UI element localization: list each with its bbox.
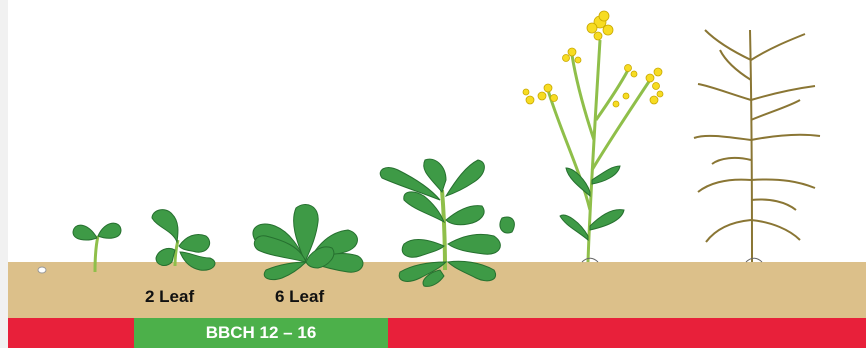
left-margin — [0, 0, 8, 348]
two-leaf-plant — [152, 210, 215, 271]
ripening-plant — [694, 30, 820, 262]
flowering-plant — [523, 11, 663, 262]
six-leaf-label: 6 Leaf — [275, 287, 324, 307]
two-leaf-label: 2 Leaf — [145, 287, 194, 307]
bbch-range-bar: BBCH 12 – 16 — [134, 318, 388, 348]
seed — [38, 267, 46, 273]
bbch-range-label: BBCH 12 – 16 — [206, 323, 317, 343]
